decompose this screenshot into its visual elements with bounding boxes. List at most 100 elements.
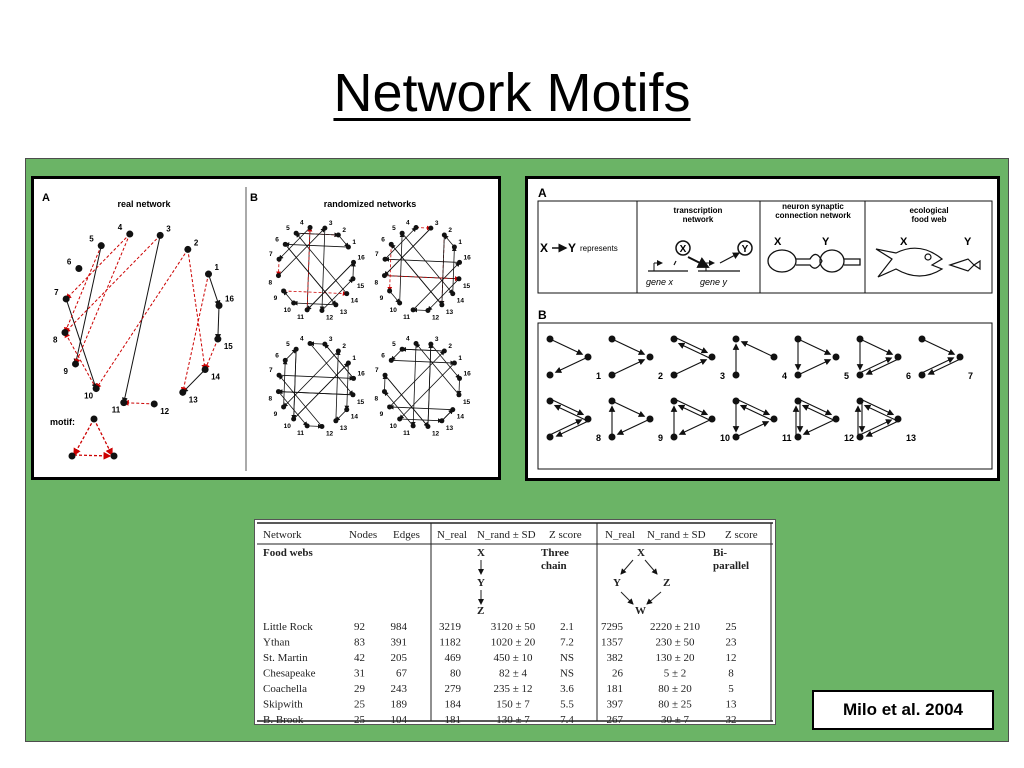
table-cell: St. Martin xyxy=(263,652,308,664)
table-cell: 92 xyxy=(354,621,365,633)
network-node xyxy=(345,244,351,250)
network-node xyxy=(428,341,434,347)
motif-edge xyxy=(616,418,651,435)
node-label: 8 xyxy=(374,396,378,403)
network-edge xyxy=(284,348,297,361)
network-edge xyxy=(350,261,356,279)
node-label: 4 xyxy=(118,223,123,232)
table-cell: 7.4 xyxy=(560,714,574,724)
network-node xyxy=(150,400,158,408)
motif-edge xyxy=(860,398,895,416)
node-label: 5 xyxy=(89,235,94,244)
network-node xyxy=(344,407,350,413)
network-node xyxy=(441,348,447,354)
network-node xyxy=(387,288,393,294)
motif-edge xyxy=(555,420,590,437)
motif-node xyxy=(956,353,964,361)
motif-edge xyxy=(735,421,770,438)
table-cell: 1182 xyxy=(439,637,461,649)
network-node xyxy=(61,328,69,336)
table-cell: 30 ± 7 xyxy=(661,714,690,724)
table-cell: Coachella xyxy=(263,683,307,695)
network-node xyxy=(344,291,350,297)
motif-edge xyxy=(187,249,208,371)
motif-edge xyxy=(859,338,894,355)
network-edge xyxy=(382,374,388,392)
motif-edge xyxy=(865,358,900,375)
motif-node xyxy=(646,415,654,423)
motif-node xyxy=(546,335,554,343)
motif-node xyxy=(546,371,554,379)
motif-edge xyxy=(65,233,131,300)
node-label: 8 xyxy=(53,335,58,344)
node-label: 5 xyxy=(392,225,396,232)
motif-node xyxy=(794,433,802,441)
table-cell: 382 xyxy=(607,652,624,664)
motif-node xyxy=(918,335,926,343)
network-node xyxy=(322,225,328,231)
table-cell: Skipwith xyxy=(263,699,303,711)
node-label: 10 xyxy=(284,423,292,430)
network-edge xyxy=(292,300,336,306)
node-label: 9 xyxy=(274,411,278,418)
network-edge xyxy=(443,234,455,248)
table-cell: 3120 ± 50 xyxy=(491,621,536,633)
x-label: X xyxy=(540,241,548,255)
network-node xyxy=(387,404,393,410)
table-cell: 80 ± 25 xyxy=(658,699,692,711)
network-node xyxy=(307,225,313,231)
network-node xyxy=(97,242,105,250)
network-edge xyxy=(384,256,460,263)
motif-edge xyxy=(611,338,646,355)
table-cell: 13 xyxy=(726,699,738,711)
node-label: 16 xyxy=(464,254,472,261)
node-label: 12 xyxy=(432,430,440,437)
motif-edge xyxy=(64,245,102,334)
table-header-cell: N_real xyxy=(437,529,467,541)
motif-node xyxy=(608,371,616,379)
node-label: 14 xyxy=(211,373,220,382)
node-label: 9 xyxy=(380,411,384,418)
node-label: 7 xyxy=(269,251,273,258)
motif-number: 5 xyxy=(844,371,849,381)
network-node xyxy=(410,423,416,429)
network-node xyxy=(428,225,434,231)
motif-edge xyxy=(798,398,833,416)
node-label: 5 xyxy=(392,341,396,348)
motif-edge xyxy=(550,398,585,416)
network-edge xyxy=(456,378,462,396)
table-header-cell: Z score xyxy=(549,529,582,541)
motif-number: 11 xyxy=(782,433,792,443)
neuron-x-label: X xyxy=(774,236,782,248)
network-edge xyxy=(291,349,297,420)
section-food-webs: Food webs xyxy=(263,547,314,559)
motif-edge xyxy=(802,418,837,435)
motif-edge xyxy=(204,338,219,371)
network-edge xyxy=(284,244,337,306)
motif-edge xyxy=(122,399,155,406)
table-cell: 397 xyxy=(607,699,624,711)
network-node xyxy=(388,241,394,247)
motif-1: 1 xyxy=(546,335,601,381)
node-label: 11 xyxy=(403,430,410,437)
node-label: 14 xyxy=(351,298,359,305)
node-label: 1 xyxy=(458,355,462,362)
panel-a-label-right: A xyxy=(538,186,547,200)
node-label: 3 xyxy=(166,224,171,233)
motif-number: 3 xyxy=(720,371,725,381)
motif-node xyxy=(832,353,840,361)
network-node xyxy=(456,276,462,282)
network-node xyxy=(381,273,387,279)
table-cell: 1357 xyxy=(601,637,624,649)
motif-8: 8 xyxy=(546,397,601,443)
network-node xyxy=(215,302,223,310)
network-edge xyxy=(182,369,206,394)
table-cell: 25 xyxy=(726,621,738,633)
network-edge xyxy=(439,235,445,306)
node-label: 6 xyxy=(67,257,72,266)
network-edge xyxy=(389,350,445,408)
